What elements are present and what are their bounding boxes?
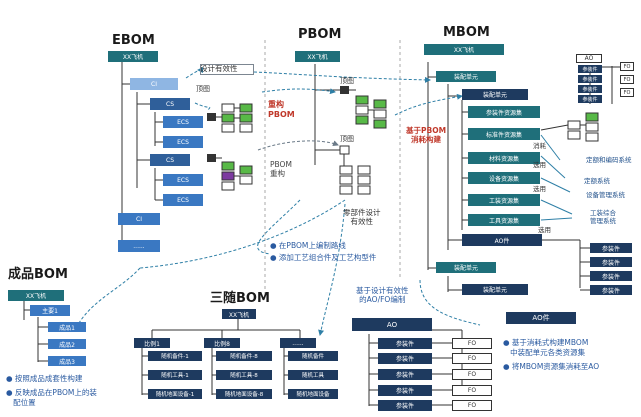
resource-equipment: 设备资源集 [468,172,540,184]
pbom-title: PBOM [298,27,342,42]
aofo-fo-1: FO [452,338,492,349]
sansui-bom-title: 三随BOM [210,291,270,306]
mbom-root: XX飞机 [424,44,504,55]
mbom-ao-part-1: 参装件 [590,243,632,253]
aofo-part-1: 参装件 [378,338,432,349]
aofo-note-1: ● 基于消耗式构建MBOM 中装配单元各类资源集 [503,338,589,357]
pbom-top-label-3: 顶图 [340,135,354,143]
aofo-part-3: 参装件 [378,369,432,380]
sansui-col-1-item-1: 随机备件-1 [148,351,202,361]
aofo-fo-2: FO [452,353,492,364]
finished-bom-title: 成品BOM [8,267,68,282]
finished-item-1: 成品1 [48,322,86,332]
ebom-ci-2: CI [118,213,160,225]
pbom-part-validity-label: 零部件设计 有效性 [343,208,381,226]
mbom-consume-label: 消耗 [533,142,546,150]
design-validity-label: 设计有效性 [200,64,238,73]
sansui-col-3-item-2: 随机工具 [288,370,338,380]
sansui-col-1-item-3: 随机地面设备-1 [148,389,202,399]
system-quota-coding: 定额和编码系统 [586,156,632,164]
finished-bom-lines [23,300,48,362]
finished-note-2: ● 反映成品在PBOM上的装 配位置 [6,388,97,407]
sansui-col-3-head: ...... [280,338,316,348]
mbom-title: MBOM [443,25,490,40]
sansui-col-2-item-1: 随机备件-8 [216,351,272,361]
resource-tooling: 工装资源集 [468,194,540,206]
node-dark [207,113,216,121]
finished-item-2: 成品2 [48,339,86,349]
aofo-fo-3: FO [452,369,492,380]
resource-material: 材料资源集 [468,152,540,164]
pbom-section [314,64,387,195]
ebom-more: ...... [118,240,160,252]
top-ao-part-2: 参装件 [578,75,602,83]
pbom-top-label-1: 顶图 [196,85,210,93]
top-ao-part-1: 参装件 [578,65,602,73]
sansui-col-2-item-3: 随机地面设备-8 [216,389,272,399]
mbom-select-label-1: 选用 [533,161,546,169]
top-fo-1: FO [620,62,634,71]
system-quota: 定额系统 [584,177,610,185]
aofo-ao-box: AO [352,318,432,331]
pbom-top-label-2: 顶图 [340,77,354,85]
ebom-ci: CI [130,78,178,90]
mbom-assembly-unit: 装配单元 [436,71,496,82]
mbom-ao-item: AO件 [462,234,542,246]
mbom-select-label-2: 选用 [533,185,546,193]
ebom-cs-2: CS [150,154,190,166]
pbom-root: XX飞机 [295,51,340,62]
mbom-assembly-unit-2: 装配单元 [462,89,528,100]
mbom-ao-part-3: 参装件 [590,271,632,281]
top-fo-2: FO [620,75,634,84]
aofo-part-4: 参装件 [378,385,432,396]
aofo-fo-4: FO [452,385,492,396]
flow-arrows [74,67,554,336]
mbom-lower-assembly-2: 装配单元 [462,284,528,295]
resource-parts: 参装件资源集 [468,106,540,118]
finished-note-1: ● 按照成品成套性构建 [6,374,83,383]
resource-standard: 标准件资源集 [468,128,540,140]
sansui-col-1-item-2: 随机工具-1 [148,370,202,380]
system-tooling-mgmt: 工装综合 管理系统 [590,209,616,225]
ebom-ecs-4: ECS [163,194,203,206]
top-ao-header: AO [576,54,602,63]
pbom-restructure-gray-label: PBOM 重构 [270,160,292,178]
mbom-ao-part-4: 参装件 [590,285,632,295]
pbom-restructure-label: 重构 PBOM [268,100,295,119]
finished-bom-main: 主要1 [30,305,70,316]
ebom-ecs-2: ECS [163,136,203,148]
aofo-part-2: 参装件 [378,353,432,364]
lower-ao-item: AO件 [506,312,576,324]
mbom-based-on-pbom: 基于PBOM 消耗构建 [406,126,447,144]
finished-item-3: 成品3 [48,356,86,366]
system-equipment-mgmt: 设备管理系统 [586,191,625,199]
sansui-root: XX飞机 [222,309,256,319]
resource-tools: 工具资源集 [468,214,540,226]
pbom-note-1: ● 在PBOM上编制路线 [270,241,346,250]
sansui-col-1-head: 比例1 [134,338,170,348]
sansui-col-3-item-1: 随机备件 [288,351,338,361]
sansui-col-2-head: 比例8 [204,338,240,348]
top-ao-part-4: 参装件 [578,95,602,103]
pbom-note-2: ● 添加工艺组合件及工艺构型件 [270,253,377,262]
ebom-ecs-1: ECS [163,116,203,128]
sansui-col-2-item-2: 随机工具-8 [216,370,272,380]
mbom-lower-assembly: 装配单元 [436,262,496,273]
sansui-bom-lines [141,318,301,395]
ebom-ecs-3: ECS [163,174,203,186]
ebom-cs-1: CS [150,98,190,110]
top-fo-3: FO [620,88,634,97]
mbom-ao-part-2: 参装件 [590,257,632,267]
aofo-fo-5: FO [452,400,492,411]
mbom-select-label-3: 选用 [538,226,551,234]
ebom-title: EBOM [112,33,155,48]
aofo-note-2: ● 将MBOM资源集消耗至AO [503,362,600,371]
aofo-part-5: 参装件 [378,400,432,411]
aofo-compile-title: 基于设计有效性 的AO/FO编制 [356,286,409,305]
finished-bom-root: XX飞机 [8,290,64,301]
top-ao-part-3: 参装件 [578,85,602,93]
ebom-root: XX飞机 [108,51,158,62]
sansui-col-3-item-3: 随机地面设备 [288,389,338,399]
